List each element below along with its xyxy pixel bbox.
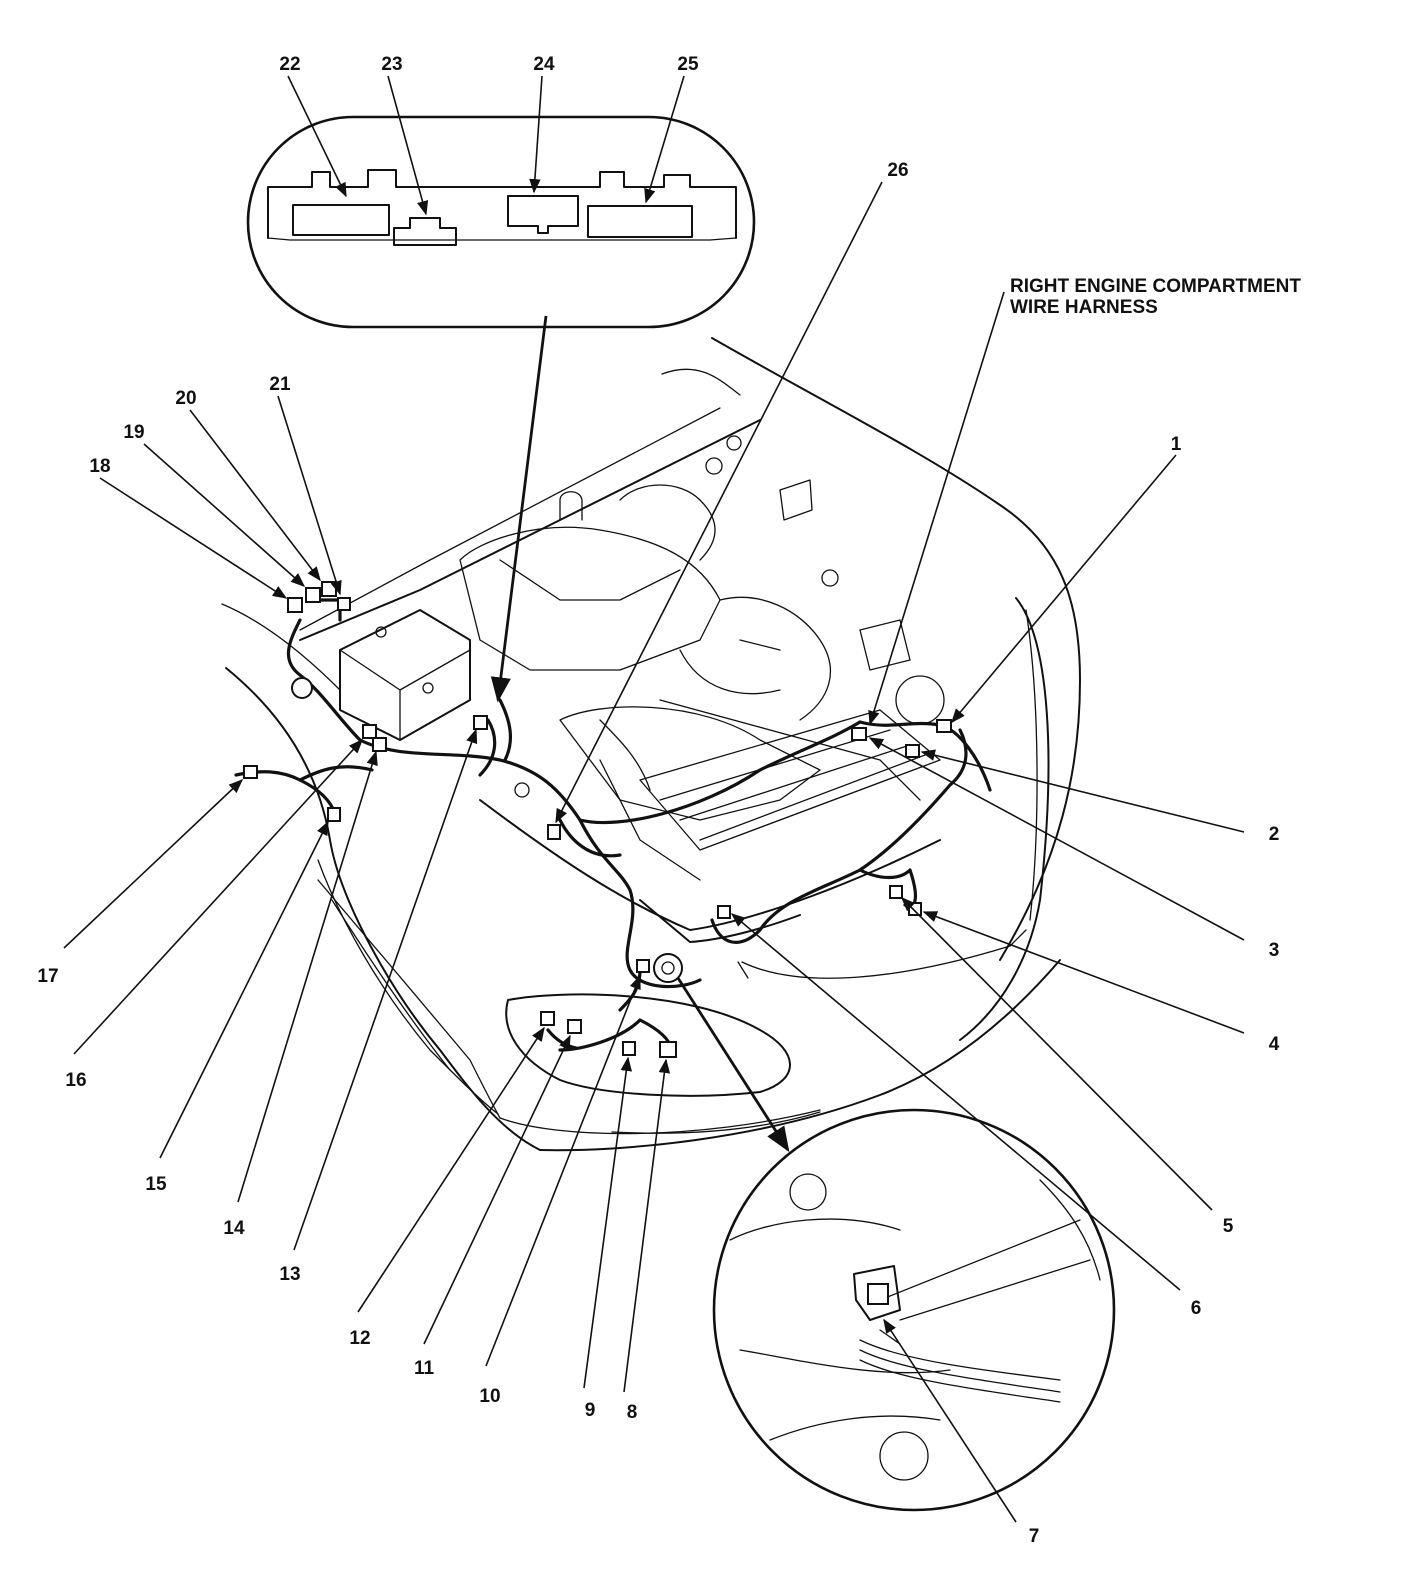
grommet-inner [661,961,675,975]
callout-9: 9 [585,1400,596,1421]
connector-3 [851,727,867,741]
detail-inset-connector-7 [712,1108,1116,1512]
callout-1: 1 [1171,434,1182,455]
callout-15: 15 [145,1174,167,1195]
connector-20 [321,581,337,597]
connector-10 [636,959,650,973]
harness-title-line2: WIRE HARNESS [1010,297,1158,318]
connector-25-socket [587,205,693,238]
harness-title-line1: RIGHT ENGINE COMPARTMENT [1010,276,1301,297]
connector-4 [908,902,922,916]
callout-24: 24 [533,54,555,75]
fuse-box-inset [246,115,756,329]
callout-6: 6 [1191,1298,1202,1319]
connector-1 [936,719,952,733]
connector-11 [567,1019,582,1034]
callout-21: 21 [269,374,291,395]
callout-18: 18 [89,456,110,477]
connector-14 [372,737,387,752]
callout-13: 13 [279,1264,300,1285]
vehicle-body [221,337,1081,1152]
wire-harness-runs [234,598,992,1052]
connector-8 [659,1041,677,1058]
vehicle-connectors [243,581,952,1058]
connector-5 [889,885,903,899]
callout-11: 11 [414,1358,435,1379]
callout-5: 5 [1223,1216,1234,1237]
connector-21 [337,597,351,611]
callout-22: 22 [279,54,300,75]
callout-19: 19 [123,422,144,443]
connector-16 [362,724,377,739]
connector-13 [473,715,488,730]
callout-17: 17 [37,966,58,987]
callout-labels: 1 2 3 4 5 6 7 8 9 10 11 12 13 14 15 16 1… [37,54,1279,1547]
callout-23: 23 [381,54,402,75]
connector-19 [305,587,321,603]
callout-26: 26 [887,160,908,181]
callout-14: 14 [223,1218,245,1239]
callout-16: 16 [65,1070,86,1091]
callout-7: 7 [1029,1526,1040,1547]
connector-22-socket [292,204,390,236]
callout-3: 3 [1269,940,1280,961]
callout-20: 20 [175,388,196,409]
connector-15 [327,807,341,822]
harness-clip [291,677,313,699]
grommet [653,953,683,983]
callout-4: 4 [1269,1034,1280,1055]
connector-18 [287,597,303,613]
callout-10: 10 [479,1386,500,1407]
connector-26 [547,824,561,840]
connector-9 [622,1041,636,1056]
connector-6 [717,905,731,919]
callout-12: 12 [349,1328,370,1349]
connector-2 [905,744,920,758]
callout-2: 2 [1269,824,1280,845]
leader-lines [63,75,1245,1523]
connector-17 [243,765,258,779]
connector-12 [540,1011,555,1026]
callout-25: 25 [677,54,699,75]
connector-23-socket [393,217,457,246]
connector-24-socket [507,195,579,234]
callout-8: 8 [627,1402,638,1423]
